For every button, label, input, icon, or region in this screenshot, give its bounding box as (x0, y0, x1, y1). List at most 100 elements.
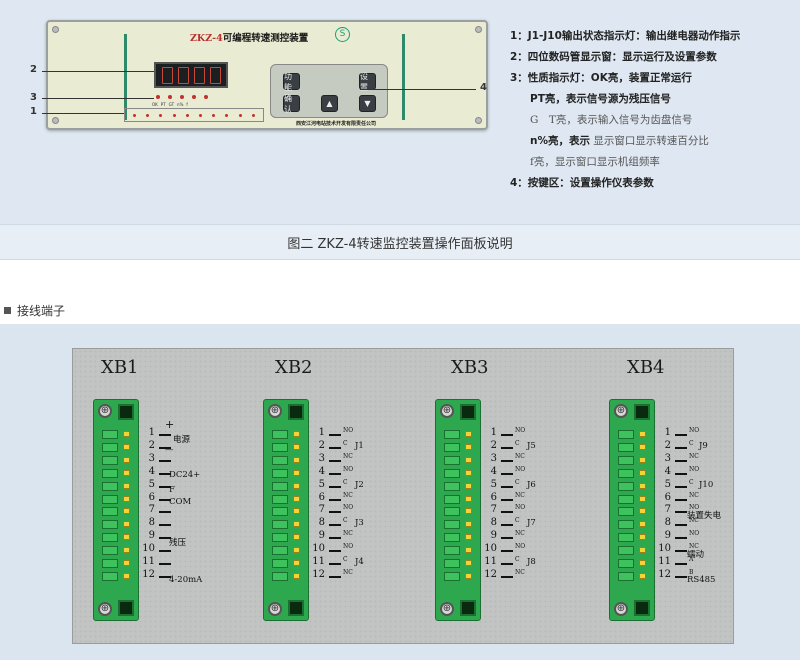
note-3d: f亮，显示窗口显示机组频率 (530, 156, 660, 168)
pin-indicator (465, 443, 472, 450)
pin-indicator (465, 456, 472, 463)
status-led (180, 95, 184, 99)
xb3-contact-label: NC (515, 530, 525, 538)
terminal-pin (102, 468, 118, 478)
pin-indicator (293, 482, 300, 489)
xb2-pin-number: 10 (312, 543, 325, 555)
pin-wire-mark (329, 550, 341, 553)
pin-indicator (639, 560, 646, 566)
pin-wire-mark (675, 472, 687, 475)
pin-wire-mark (675, 524, 687, 527)
pin-wire-mark (675, 511, 687, 514)
xb4-creep-label: 蠕动 (687, 550, 705, 560)
terminal-pin (444, 520, 460, 530)
pin-indicator (639, 572, 646, 579)
relay-led (199, 113, 203, 117)
xb4-contact-label: A (689, 556, 694, 563)
xb4-contact-label: NC (689, 452, 699, 460)
digit-segment (177, 66, 189, 84)
panel-title: ZKZ-4可编程转速测控装置 (190, 33, 309, 44)
xb2-contact-label: NC (343, 530, 353, 538)
terminal-pin (618, 468, 634, 478)
pin-indicator (639, 547, 646, 554)
xb2-pin-number: 12 (312, 568, 325, 580)
panel-rail-right (402, 34, 405, 120)
xb4-pin-number: 7 (664, 504, 671, 516)
keypad-area: 功能 设置 确认 ▲ ▼ (270, 64, 388, 118)
setting-key[interactable]: 设置 (359, 72, 376, 92)
square-bullet-icon (4, 307, 11, 314)
terminal-pin (272, 468, 288, 478)
xb4-pin-number: 2 (664, 439, 671, 451)
xb1-pin-number: 12 (142, 568, 155, 580)
xb4-contact-label: NO (689, 427, 700, 434)
status-leds (156, 95, 208, 99)
xb4-pin-number: 5 (664, 478, 671, 490)
pin-wire-mark (159, 511, 171, 514)
screw-icon: ⊕ (268, 404, 282, 418)
xb3-pin-number: 11 (484, 556, 497, 567)
xb1-residual-label: 残压 (169, 538, 187, 548)
relay-led (251, 113, 255, 117)
pin-indicator (293, 495, 300, 502)
xb1-pin-number: 11 (142, 556, 155, 567)
pin-wire-mark (501, 498, 513, 501)
digit-display (154, 62, 228, 88)
xb1-ma-label: 4-20mA (169, 575, 203, 585)
relay-led (212, 113, 216, 117)
pin-indicator (123, 547, 130, 554)
pin-wire-mark (159, 485, 171, 488)
xb2-pin-number: 3 (318, 452, 325, 464)
terminal-pin (618, 442, 634, 452)
terminal-pin (102, 533, 118, 543)
pin-indicator (465, 431, 472, 437)
pin-indicator (639, 456, 646, 463)
xb4-contact-label: NC (689, 543, 699, 551)
pin-wire-mark (329, 498, 341, 501)
callout-4: 4 (480, 82, 487, 93)
pin-indicator (293, 508, 300, 515)
xb4-contact-label: C (689, 439, 694, 447)
xb3-relay-label: J8 (527, 557, 536, 567)
section-heading-text: 接线端子 (17, 304, 66, 318)
pin-wire-mark (329, 446, 341, 449)
pin-wire-mark (159, 524, 171, 527)
terminal-pin (618, 533, 634, 543)
pin-wire-mark (501, 485, 513, 488)
pin-indicator (293, 560, 300, 566)
pin-wire-mark (159, 472, 171, 475)
terminal-pin (272, 455, 288, 465)
terminal-pin (102, 507, 118, 517)
note-3b: G T亮，表示输入信号为齿盘信号 (530, 114, 693, 126)
xb2-contact-label: C (343, 556, 348, 563)
xb3-contact-label: NC (515, 568, 525, 576)
status-led-label: GT (168, 102, 175, 107)
status-led-labels: OK PT GT n% f (152, 102, 188, 107)
xb4-relay-label: J9 (699, 440, 708, 451)
xb4-title: XB4 (627, 357, 665, 378)
xb1-com-label: COM (169, 497, 192, 507)
pin-indicator (465, 560, 472, 566)
pin-indicator (465, 469, 472, 476)
up-arrow-key[interactable]: ▲ (321, 95, 338, 112)
terminal-pin (444, 571, 460, 581)
confirm-key[interactable]: 确认 (283, 94, 300, 114)
xb2-pin-number: 9 (318, 530, 325, 542)
xb2-contact-label: C (343, 517, 348, 525)
xb4-contact-label: NC (689, 517, 699, 525)
xb1-pin-number: 1 (148, 427, 155, 438)
xb3-pin-number: 3 (490, 452, 497, 464)
terminal-pin (102, 430, 118, 439)
status-led-label: f (186, 102, 188, 107)
xb4-pin-number: 12 (658, 568, 671, 580)
xb2-title: XB2 (275, 357, 313, 378)
down-arrow-key[interactable]: ▼ (359, 95, 376, 112)
relay-led (225, 113, 229, 117)
terminal-pin (102, 520, 118, 530)
company-logo-icon: S (335, 27, 350, 42)
xb4-contact-label: NC (689, 491, 699, 499)
xb1-pin-number: 3 (148, 452, 155, 464)
xb4-fault-label: 装置失电 (687, 511, 722, 521)
pin-wire-mark (501, 459, 513, 462)
function-key[interactable]: 功能 (283, 72, 300, 92)
